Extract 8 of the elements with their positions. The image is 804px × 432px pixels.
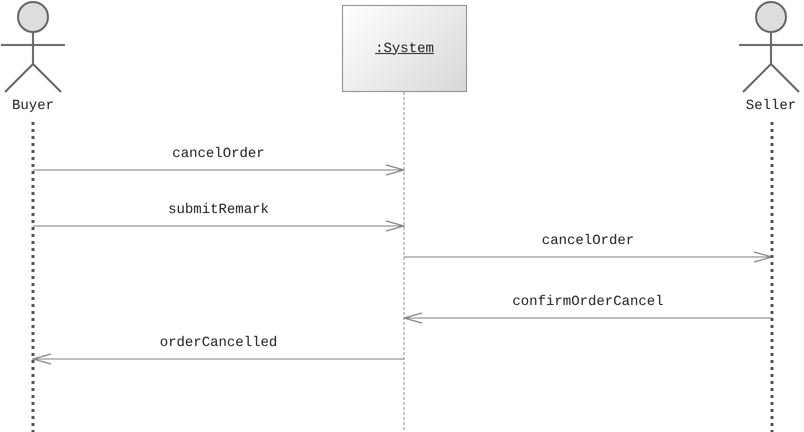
participant-name: :System bbox=[375, 40, 434, 56]
message-arrow bbox=[32, 220, 405, 232]
message-arrow bbox=[32, 164, 405, 176]
actor-name: Seller bbox=[746, 98, 796, 114]
message-arrow bbox=[32, 353, 404, 365]
actor-name: Buyer bbox=[12, 98, 54, 114]
message-arrow bbox=[403, 312, 772, 324]
message-arrow bbox=[404, 251, 773, 263]
